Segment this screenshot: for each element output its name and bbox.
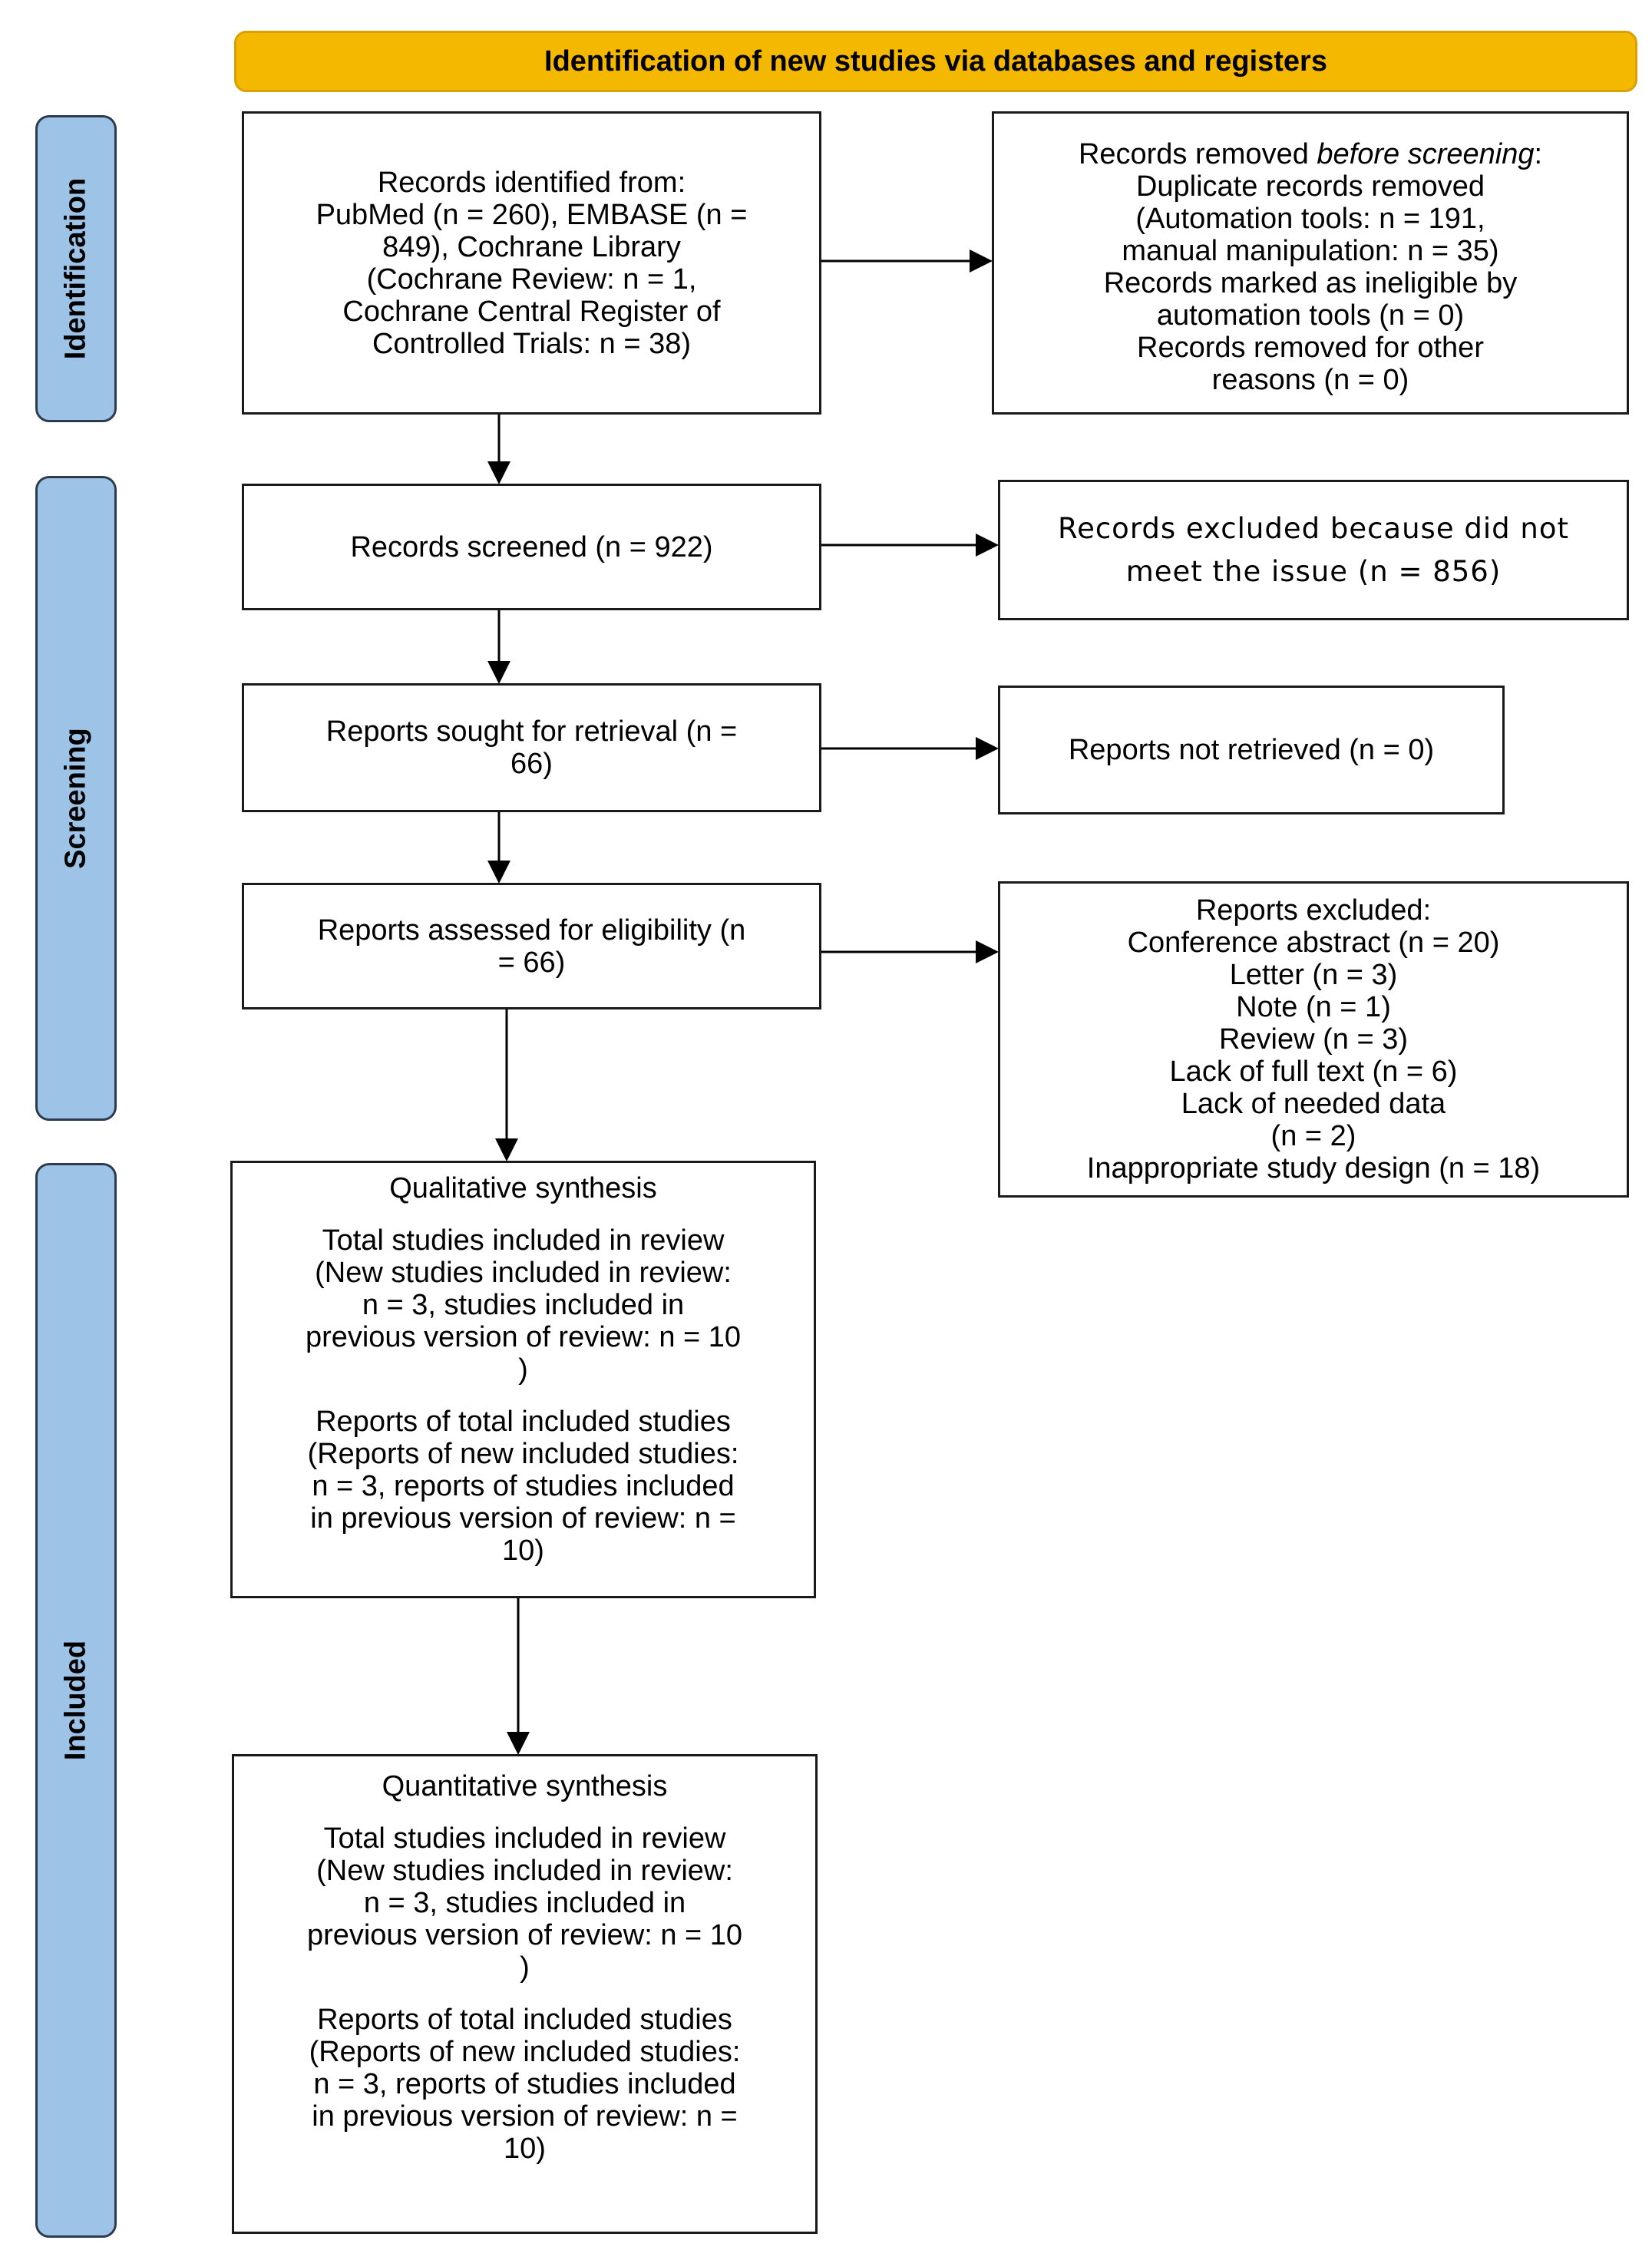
reports-excluded-box: Reports excluded: Conference abstract (n… [998,881,1629,1198]
box-line: n = 3, reports of studies included [312,1470,735,1502]
box-line: Records identified from: [377,166,686,199]
box-line: Conference abstract (n = 20) [1127,927,1500,959]
box-line: in previous version of review: n = [312,2100,738,2133]
title-italic: before screening [1317,138,1535,170]
box-line: 66) [510,748,553,780]
box-line: Duplicate records removed [1135,170,1485,203]
box-line: Reports excluded: [1195,894,1432,927]
qualitative-synthesis-box: Qualitative synthesis Total studies incl… [230,1161,816,1598]
box-line: Lack of full text (n = 6) [1169,1056,1458,1088]
box-line: (New studies included in review: [315,1257,732,1289]
box-line: Letter (n = 3) [1229,959,1398,991]
box-line: PubMed (n = 260), EMBASE (n = [316,198,748,231]
box-line: Controlled Trials: n = 38) [372,327,692,360]
box-line: (Reports of new included studies: [309,2036,741,2068]
records-removed-title: Records removed before screening: [1079,138,1542,170]
box-line: in previous version of review: n = [310,1502,736,1535]
box-line: Total studies included in review [323,1822,726,1855]
box-line: Reports not retrieved (n = 0) [1068,734,1435,766]
box-line: previous version of review: n = 10 [305,1321,742,1353]
box-line: Total studies included in review [322,1224,725,1257]
records-screened-box: Records screened (n = 922) [242,484,821,610]
box-line: Records screened (n = 922) [350,530,713,563]
box-line: n = 3, studies included in [363,1887,686,1919]
box-line: 10) [502,1535,544,1567]
box-line: meet the issue (n = 856) [1125,554,1502,588]
title-suffix: : [1534,138,1543,170]
box-line: (Cochrane Review: n = 1, [366,263,697,296]
box-line: (New studies included in review: [316,1855,733,1887]
reports-sought-box: Reports sought for retrieval (n = 66) [242,683,821,812]
reports-not-retrieved-box: Reports not retrieved (n = 0) [998,686,1505,814]
box-line: = 66) [497,946,566,979]
records-removed-box: Records removed before screening: Duplic… [992,111,1629,415]
box-line: ) [518,1353,528,1386]
quantitative-title: Quantitative synthesis [382,1770,668,1802]
box-line: Records removed for other [1137,332,1484,364]
box-line: Reports of total included studies [316,1406,731,1438]
box-line: (Reports of new included studies: [307,1438,739,1470]
phase-included: Included [35,1163,117,2238]
box-line: Reports of total included studies [317,2004,732,2036]
identification-banner: Identification of new studies via databa… [234,31,1637,92]
box-line: Reports assessed for eligibility (n [317,914,746,947]
quantitative-synthesis-box: Quantitative synthesis Total studies inc… [232,1754,818,2234]
box-line: previous version of review: n = 10 [306,1919,743,1951]
box-line: Note (n = 1) [1236,991,1391,1023]
qualitative-title: Qualitative synthesis [389,1172,657,1204]
phase-screening: Screening [35,476,117,1121]
box-line: Cochrane Central Register of [342,295,721,328]
box-line: 849), Cochrane Library [382,230,681,263]
box-line: Inappropriate study design (n = 18) [1086,1152,1541,1185]
records-identified-box: Records identified from: PubMed (n = 260… [242,111,821,415]
box-line: ) [520,1951,530,1984]
title-prefix: Records removed [1078,138,1317,170]
box-line: 10) [504,2133,546,2165]
reports-assessed-box: Reports assessed for eligibility (n = 66… [242,883,821,1009]
box-line: automation tools (n = 0) [1156,299,1465,332]
box-line: n = 3, studies included in [362,1289,685,1321]
box-line: Records excluded because did not [1058,511,1569,545]
box-line: reasons (n = 0) [1211,364,1409,396]
box-line: manual manipulation: n = 35) [1122,235,1499,267]
box-line: Review (n = 3) [1218,1023,1409,1056]
box-line: (n = 2) [1270,1120,1356,1152]
box-line: Records marked as ineligible by [1103,267,1518,299]
box-line: n = 3, reports of studies included [313,2068,736,2100]
box-line: (Automation tools: n = 191, [1135,203,1485,235]
box-line: Reports sought for retrieval (n = [325,715,738,748]
phase-identification: Identification [35,115,117,422]
records-excluded-box: Records excluded because did not meet th… [998,480,1629,620]
box-line: Lack of needed data [1181,1088,1446,1120]
